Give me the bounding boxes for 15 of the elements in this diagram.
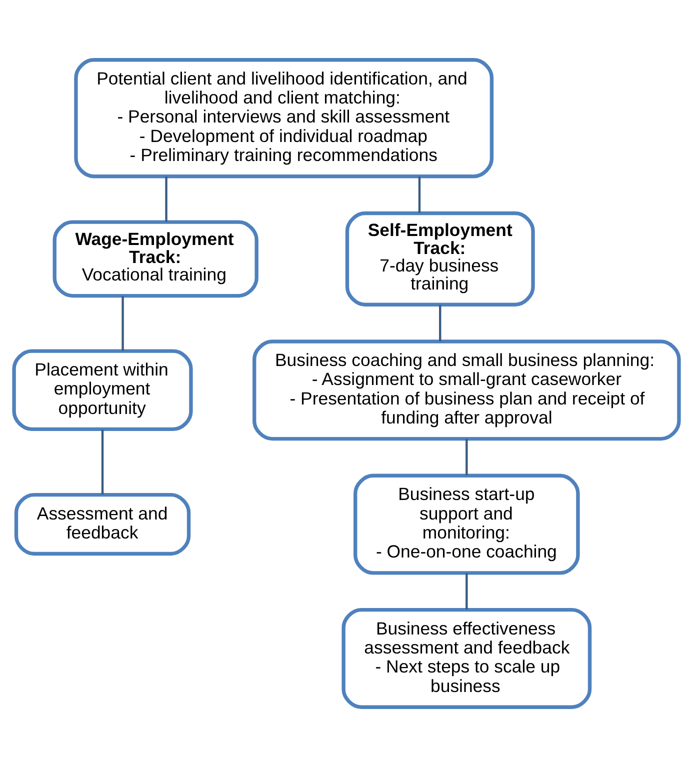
connector <box>418 176 421 212</box>
connector <box>466 572 468 609</box>
connector <box>466 438 468 475</box>
connector <box>122 296 124 350</box>
connector <box>165 176 168 222</box>
node-box: Self-Employment Track: 7-day business training <box>345 210 535 306</box>
node-box: Business coaching and small business planning: - Assignment to small-grant caseworker - Presentation of business plan and receipt of funding after approval <box>252 339 681 440</box>
node-box: Business start-up support and monitoring: - One-on-one coaching <box>354 473 580 574</box>
connector <box>101 429 104 494</box>
node-box: Business effectiveness assessment and feedback - Next steps to scale up business <box>342 607 592 708</box>
connector <box>439 304 442 341</box>
node-box: Assessment and feedback <box>14 492 191 556</box>
node-box: Potential client and livelihood identification, and livelihood and client matching: - Personal interviews and skill assessment - Development of individual roadmap - Preliminary training recommendations <box>74 58 494 178</box>
node-box: Placement within employment opportunity <box>12 348 193 431</box>
node-box: Wage-Employment Track: Vocational training <box>52 220 258 298</box>
